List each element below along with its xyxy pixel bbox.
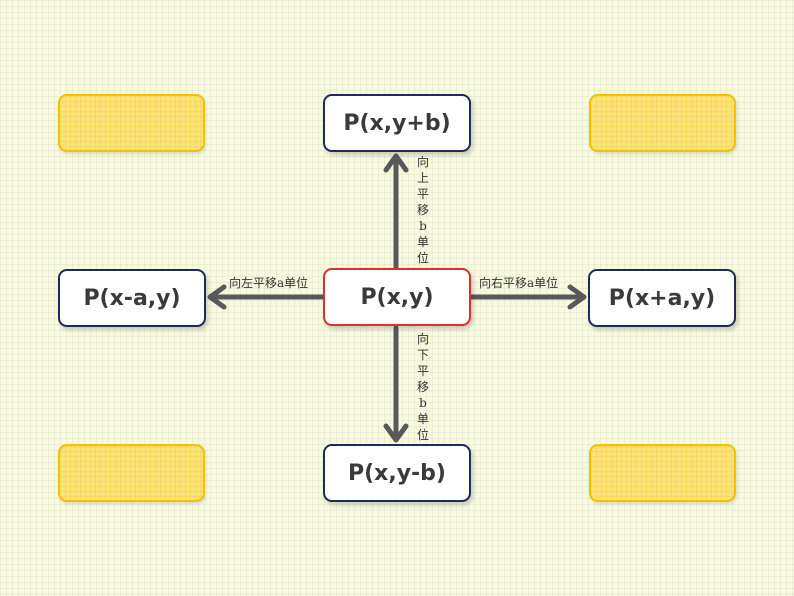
placeholder-top-right: [589, 94, 736, 152]
point-up-box: P(x,y+b): [323, 94, 471, 152]
point-down-box: P(x,y-b): [323, 444, 471, 502]
placeholder-bottom-right: [589, 444, 736, 502]
placeholder-top-left: [58, 94, 205, 152]
placeholder-bottom-left: [58, 444, 205, 502]
label-down: 向下平移b单位: [416, 332, 429, 442]
point-center-box: P(x,y): [323, 268, 471, 326]
point-left-box: P(x-a,y): [58, 269, 206, 327]
label-up: 向上平移b单位: [416, 155, 429, 265]
arrow-down-head: [383, 423, 409, 443]
arrow-left-head: [207, 284, 227, 310]
label-right: 向右平移a单位: [479, 276, 559, 290]
arrow-right-head: [567, 284, 587, 310]
arrow-up-head: [383, 153, 409, 173]
label-left: 向左平移a单位: [229, 276, 309, 290]
point-right-box: P(x+a,y): [588, 269, 736, 327]
